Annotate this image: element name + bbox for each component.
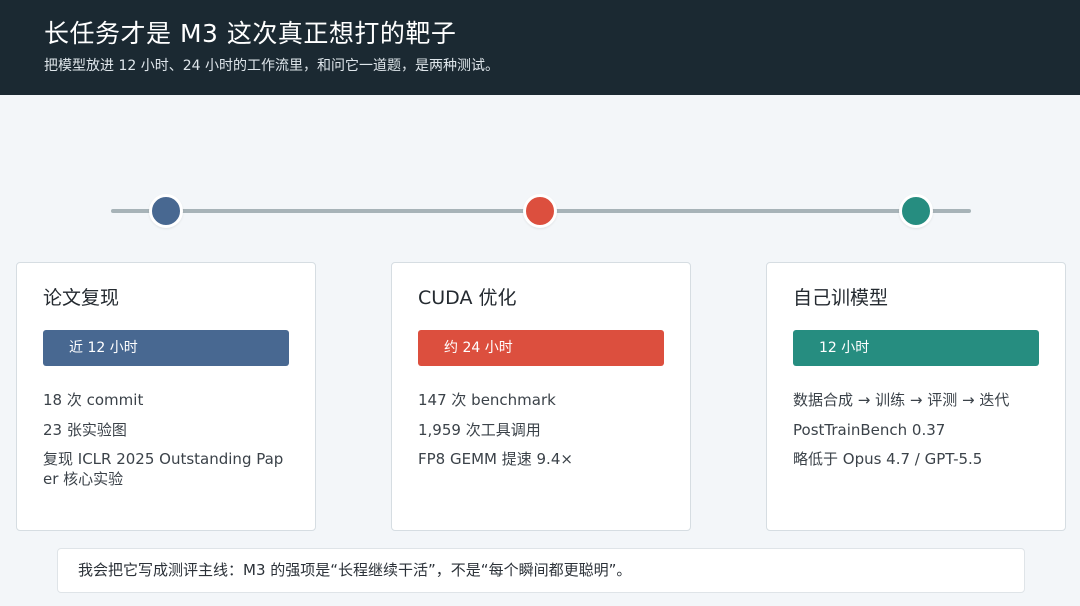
duration-badge: 12 小时 bbox=[793, 330, 1039, 366]
list-item: 数据合成 → 训练 → 评测 → 迭代 bbox=[793, 391, 1010, 409]
card-item-list: 147 次 benchmark 1,959 次工具调用 FP8 GEMM 提速 … bbox=[418, 390, 664, 469]
list-item: 略低于 Opus 4.7 / GPT-5.5 bbox=[793, 450, 983, 468]
card-cuda-optimization: CUDA 优化 约 24 小时 147 次 benchmark 1,959 次工… bbox=[391, 262, 691, 531]
card-title: 论文复现 bbox=[43, 287, 120, 309]
list-item: 147 次 benchmark bbox=[418, 391, 556, 409]
list-item: 23 张实验图 bbox=[43, 420, 127, 439]
card-title: 自己训模型 bbox=[793, 287, 889, 309]
duration-badge: 近 12 小时 bbox=[43, 330, 289, 366]
timeline-dot-paper bbox=[149, 194, 183, 228]
timeline-dot-cuda bbox=[523, 194, 557, 228]
page-subtitle: 把模型放进 12 小时、24 小时的工作流里，和问它一道题，是两种测试。 bbox=[44, 58, 499, 74]
timeline-dot-train bbox=[899, 194, 933, 228]
header-banner: 长任务才是 M3 这次真正想打的靶子 把模型放进 12 小时、24 小时的工作流… bbox=[0, 0, 1080, 95]
card-paper-reproduction: 论文复现 近 12 小时 18 次 commit 23 张实验图 复现 ICLR… bbox=[16, 262, 316, 531]
page-title: 长任务才是 M3 这次真正想打的靶子 bbox=[44, 19, 457, 48]
summary-note: 我会把它写成测评主线：M3 的强项是“长程继续干活”，不是“每个瞬间都更聪明”。 bbox=[57, 548, 1025, 593]
list-item: FP8 GEMM 提速 9.4× bbox=[418, 450, 573, 468]
list-item: PostTrainBench 0.37 bbox=[793, 420, 946, 439]
list-item: 1,959 次工具调用 bbox=[418, 420, 541, 439]
list-item: 18 次 commit bbox=[43, 391, 144, 409]
card-item-list: 18 次 commit 23 张实验图 复现 ICLR 2025 Outstan… bbox=[43, 390, 289, 489]
list-item: 复现 ICLR 2025 Outstanding Paper 核心实验 bbox=[43, 450, 284, 488]
duration-badge: 约 24 小时 bbox=[418, 330, 664, 366]
card-self-training: 自己训模型 12 小时 数据合成 → 训练 → 评测 → 迭代 PostTrai… bbox=[766, 262, 1066, 531]
card-title: CUDA 优化 bbox=[418, 287, 517, 309]
card-item-list: 数据合成 → 训练 → 评测 → 迭代 PostTrainBench 0.37 … bbox=[793, 390, 1039, 469]
